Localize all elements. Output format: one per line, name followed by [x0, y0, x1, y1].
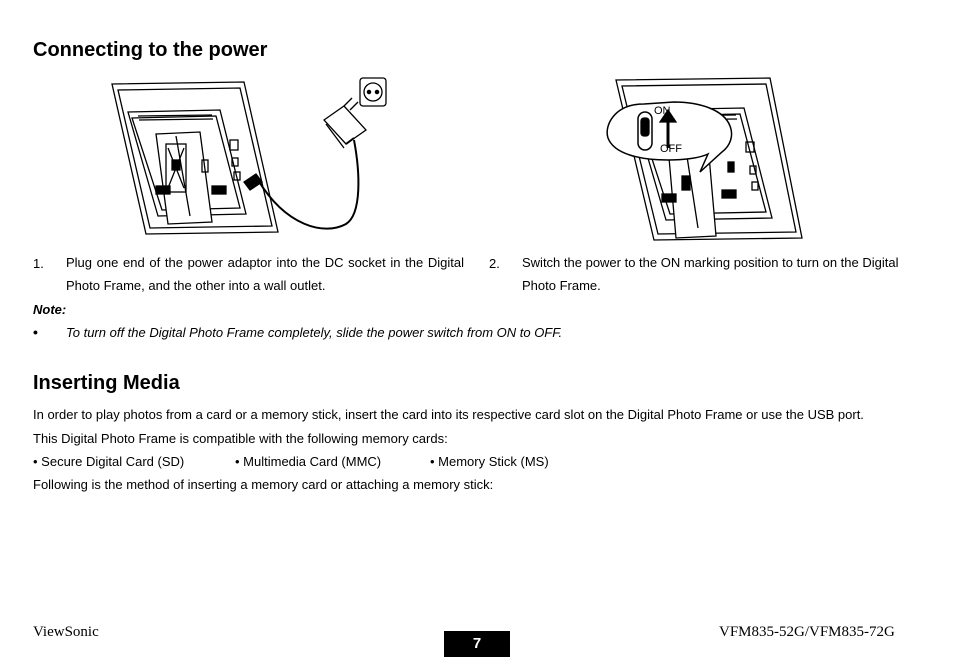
note-bullet: •	[33, 324, 38, 340]
illustration-power-switch: ON OFF	[606, 77, 803, 241]
switch-off-label: OFF	[660, 143, 682, 155]
section-title-media: Inserting Media	[33, 372, 180, 394]
step-2-text: Switch the power to the ON marking posit…	[522, 255, 899, 293]
section-title-power: Connecting to the power	[33, 39, 268, 61]
note-label: Note:	[33, 302, 67, 317]
note-text: To turn off the Digital Photo Frame comp…	[66, 325, 563, 340]
footer-brand: ViewSonic	[33, 624, 99, 640]
media-method: Following is the method of inserting a m…	[33, 477, 494, 492]
footer-model: VFM835-52G/VFM835-72G	[719, 624, 895, 640]
step-1-number: 1.	[33, 256, 44, 271]
page-number: 7	[444, 631, 510, 657]
step-2-number: 2.	[489, 256, 500, 271]
card-ms: • Memory Stick (MS)	[430, 454, 549, 469]
card-sd: • Secure Digital Card (SD)	[33, 454, 185, 469]
media-compat: This Digital Photo Frame is compatible w…	[33, 431, 448, 446]
media-intro: In order to play photos from a card or a…	[33, 407, 864, 422]
switch-on-label: ON	[654, 105, 671, 117]
step-1-text: Plug one end of the power adaptor into t…	[66, 255, 464, 293]
illustration-power-connection	[111, 77, 387, 235]
card-mmc: • Multimedia Card (MMC)	[235, 454, 382, 469]
